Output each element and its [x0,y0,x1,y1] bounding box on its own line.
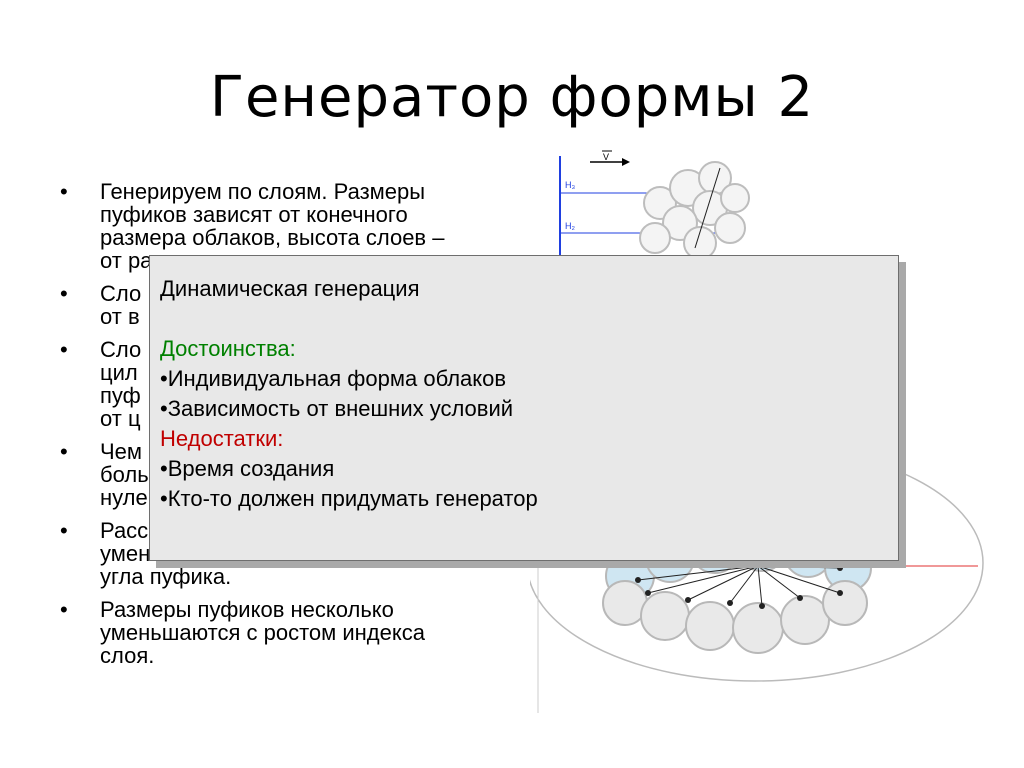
layer-label-h3: H₃ [565,180,575,190]
bullet-line: Сло [100,281,142,306]
bullet-line: Чем [100,439,143,464]
popup-box: Динамическая генерация Достоинства: •Инд… [149,255,899,561]
bullet-line: Расс [100,518,149,543]
cons-item: •Кто-то должен придумать генератор [160,486,538,511]
upper-cloud [639,161,750,260]
pros-item: •Зависимость от внешних условий [160,396,514,421]
bullet-line: угла пуфика. [100,564,232,589]
velocity-arrowhead [622,158,630,166]
slide-title: Генератор формы 2 [209,65,815,130]
bullet-item: • Генерируем по слоям. Размеры пуфиков з… [60,180,510,272]
bullet-dot: • [60,337,68,362]
bullet-line: уменьшаются с ростом индекса [100,620,425,645]
bullet-line: от ра [100,248,153,273]
bullet-dot: • [60,281,68,306]
bullet-line: пуф [100,383,141,408]
bullet-item: • Размеры пуфиков несколько уменьшаются … [60,598,510,667]
bullet-line: от ц [100,406,141,431]
bullet-line: размера облаков, высота слоев – [100,225,445,250]
velocity-label: V [603,152,609,162]
bullet-line: слоя. [100,643,155,668]
radial-line-top [694,167,721,249]
bullet-item: • Чем боль нуле [60,440,510,509]
bullet-dot: • [60,597,68,622]
bullet-line: Генерируем по слоям. Размеры [100,179,426,204]
bullet-line: Размеры пуфиков несколько [100,597,394,622]
popup-heading: Динамическая генерация [160,276,420,301]
cons-item: •Время создания [160,456,335,481]
bullet-item: • Сло от в [60,282,510,328]
bullet-line: пуфиков зависят от конечного [100,202,408,227]
bullet-dot: • [60,439,68,464]
bullet-line: цил [100,360,138,385]
popup-spacer [160,304,888,334]
bullet-line: Сло [100,337,142,362]
bullet-item: • Сло цил пуф от ц [60,338,510,430]
bullet-dot: • [60,179,68,204]
bullet-line: нуле [100,485,148,510]
bullet-line: от в [100,304,140,329]
layer-label-h2: H₂ [565,221,575,231]
pros-heading: Достоинства: [160,336,296,361]
bullet-line: боль [100,462,149,487]
pros-item: •Индивидуальная форма облаков [160,366,507,391]
cons-heading: Недостатки: [160,426,284,451]
bullet-dot: • [60,518,68,543]
